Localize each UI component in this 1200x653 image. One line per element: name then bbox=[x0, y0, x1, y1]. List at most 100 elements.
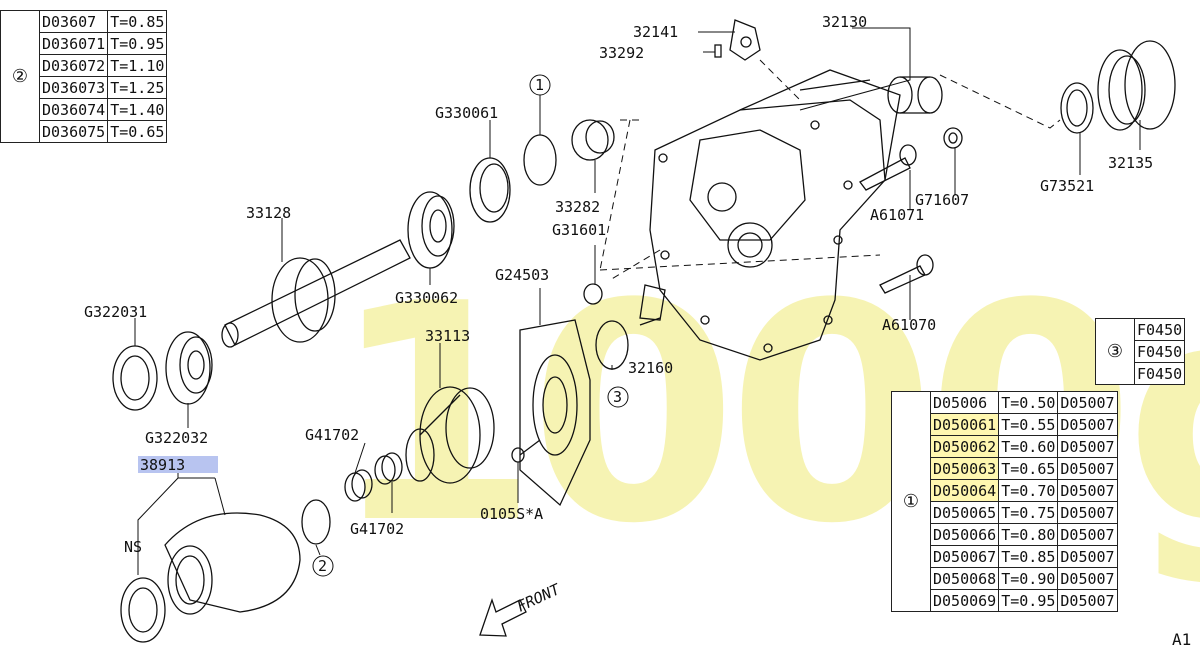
callout-38913[interactable]: 38913 bbox=[140, 456, 185, 474]
part-number-cell: D050062 bbox=[929, 435, 1000, 458]
seal-ns bbox=[120, 577, 166, 643]
seal-32135 bbox=[1097, 40, 1176, 131]
thickness-cell: T=1.25 bbox=[107, 76, 168, 99]
shim-ring-2 bbox=[301, 499, 331, 545]
thickness-cell: T=1.10 bbox=[107, 54, 168, 77]
part-number-cell: D036073 bbox=[38, 76, 109, 99]
ref-1-label: 1 bbox=[535, 76, 544, 94]
callout-g330061: G330061 bbox=[435, 104, 498, 122]
callout-0105s: 0105S*A bbox=[480, 505, 543, 523]
bolt-a61070 bbox=[879, 254, 934, 294]
callout-33292: 33292 bbox=[599, 44, 644, 62]
alignment-lines bbox=[599, 59, 1061, 281]
part-number-cell: D050068 bbox=[929, 567, 1000, 590]
part-number-cell: D050061 bbox=[929, 413, 1000, 436]
callout-32141: 32141 bbox=[633, 23, 678, 41]
part-number-cell: D05007 bbox=[1057, 501, 1118, 524]
extension-cylinder bbox=[887, 76, 943, 114]
callout-g31601: G31601 bbox=[552, 221, 606, 239]
thickness-cell: T=0.95 bbox=[998, 589, 1059, 612]
callout-32135: 32135 bbox=[1108, 154, 1153, 172]
part-number-cell: D050065 bbox=[929, 501, 1000, 524]
part-number-cell: D036074 bbox=[38, 98, 109, 121]
part-number-cell: D036075 bbox=[38, 120, 109, 143]
thickness-cell: T=0.85 bbox=[998, 545, 1059, 568]
selection-highlight bbox=[138, 456, 218, 473]
part-number-cell: D05007 bbox=[1057, 457, 1118, 480]
pin-33292 bbox=[714, 44, 722, 58]
thickness-cell: T=0.90 bbox=[998, 567, 1059, 590]
callout-labels: 32141 33292 32130 32135 G73521 G71607 A6… bbox=[84, 13, 1153, 616]
callout-32130: 32130 bbox=[822, 13, 867, 31]
part-number-cell: D03607 bbox=[38, 10, 109, 33]
part-number-cell: D05007 bbox=[1057, 435, 1118, 458]
thickness-cell: T=1.40 bbox=[107, 98, 168, 121]
transfer-case-housing bbox=[649, 69, 901, 361]
callout-33128: 33128 bbox=[246, 204, 291, 222]
seal-g31601 bbox=[583, 283, 603, 305]
part-number-cell: D05007 bbox=[1057, 391, 1118, 414]
part-number-cell: D05007 bbox=[1057, 523, 1118, 546]
ref-3-label: 3 bbox=[613, 388, 622, 406]
callout-g330062: G330062 bbox=[395, 289, 458, 307]
cup-33282 bbox=[571, 119, 615, 161]
seal-g73521 bbox=[1060, 82, 1094, 134]
part-number-cell: D036072 bbox=[38, 54, 109, 77]
bearing-g322031 bbox=[112, 345, 158, 411]
thickness-cell: T=0.85 bbox=[107, 10, 168, 33]
callout-a61071: A61071 bbox=[870, 206, 924, 224]
table-marker: ① bbox=[891, 391, 931, 612]
table-marker: ② bbox=[0, 10, 40, 143]
thickness-cell: T=0.80 bbox=[998, 523, 1059, 546]
gasket-32141 bbox=[729, 19, 761, 61]
gear-33113 bbox=[405, 386, 495, 484]
part-number-cell: F0450 bbox=[1133, 318, 1186, 341]
shaft-33128 bbox=[221, 239, 411, 348]
thickness-cell: T=0.65 bbox=[107, 120, 168, 143]
part-number-cell: D05007 bbox=[1057, 413, 1118, 436]
leader-lines bbox=[134, 27, 1141, 575]
ref-circles bbox=[312, 74, 629, 577]
callout-g41702-a: G41702 bbox=[305, 426, 359, 444]
part-number-cell: D036071 bbox=[38, 32, 109, 55]
table-row: F0450 bbox=[1096, 362, 1186, 385]
thickness-cell: T=0.75 bbox=[998, 501, 1059, 524]
front-arrow bbox=[479, 597, 527, 637]
table-marker: ③ bbox=[1095, 318, 1135, 385]
shim-ring-1 bbox=[523, 134, 557, 186]
callout-g322031: G322031 bbox=[84, 303, 147, 321]
callout-g41702-b: G41702 bbox=[350, 520, 404, 538]
retainer-g24503 bbox=[519, 319, 591, 507]
needle-bearing-g41702-b bbox=[374, 452, 403, 485]
bearing-g322032 bbox=[165, 331, 213, 405]
race-g330061 bbox=[469, 157, 511, 223]
part-number-cell: D050066 bbox=[929, 523, 1000, 546]
thickness-cell: T=0.95 bbox=[107, 32, 168, 55]
boot-38913 bbox=[164, 512, 301, 615]
part-32160 bbox=[639, 284, 666, 326]
thickness-cell: T=0.65 bbox=[998, 457, 1059, 480]
part-number-cell: D050063 bbox=[929, 457, 1000, 480]
thickness-cell: T=0.60 bbox=[998, 435, 1059, 458]
part-number-cell: D050067 bbox=[929, 545, 1000, 568]
part-number-cell: D050069 bbox=[929, 589, 1000, 612]
part-number-cell: D05007 bbox=[1057, 479, 1118, 502]
callout-g322032: G322032 bbox=[145, 429, 208, 447]
part-number-cell: D05006 bbox=[929, 391, 1000, 414]
part-number-cell: D05007 bbox=[1057, 545, 1118, 568]
